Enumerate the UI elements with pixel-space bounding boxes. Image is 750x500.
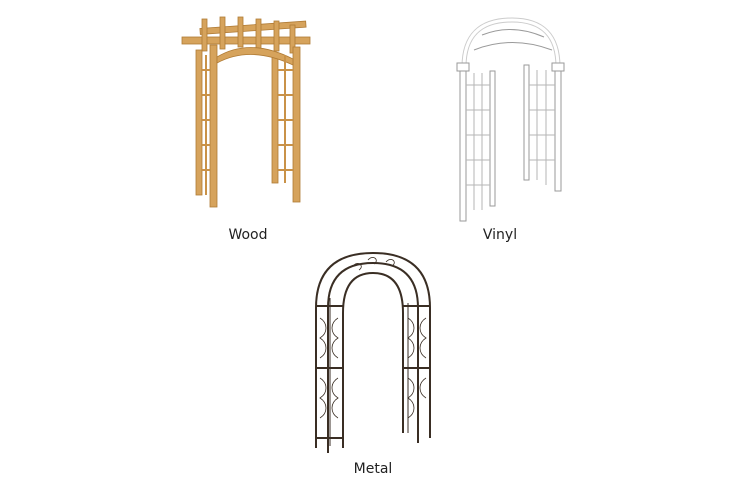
vinyl-label: Vinyl	[482, 227, 518, 243]
wood-label: Wood	[228, 227, 268, 243]
vinyl-arbor-image	[452, 15, 570, 231]
metal-arbor-image	[308, 248, 438, 457]
wood-arbor-image	[180, 15, 315, 214]
metal-label: Metal	[353, 461, 393, 477]
